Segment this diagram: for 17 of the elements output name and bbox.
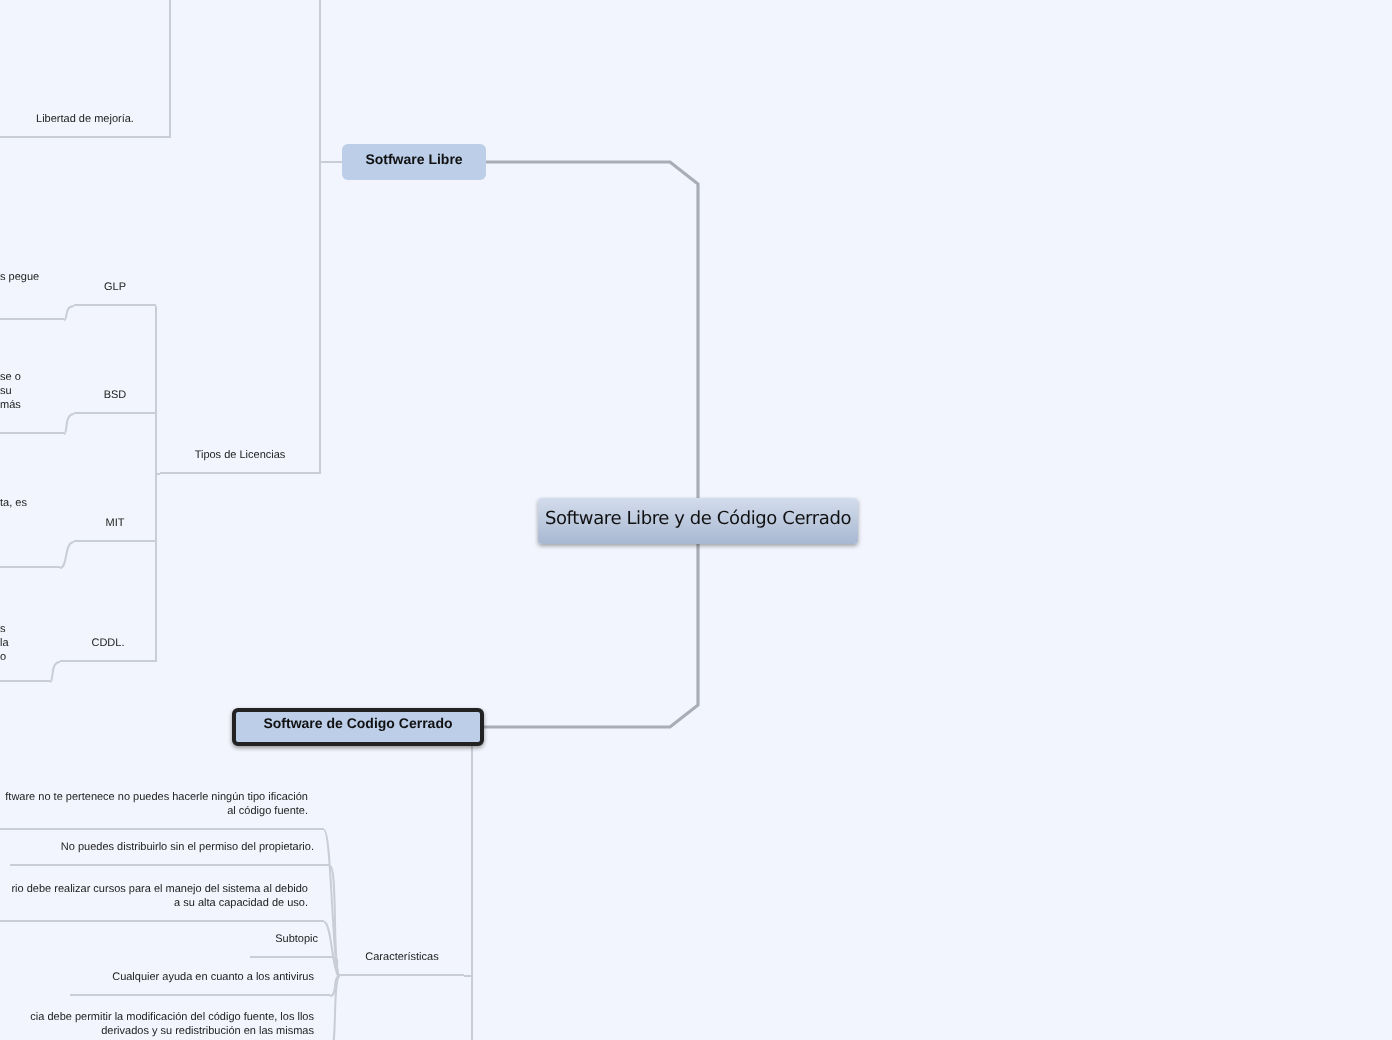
connector-line [323,921,341,977]
connector-line [59,541,75,569]
connector-line [484,544,700,729]
connector-line [319,0,343,163]
connector-line [329,865,341,977]
connector-line [329,975,341,1040]
connector-line [49,661,61,683]
connector-line [471,745,473,1040]
connector-line [169,0,171,139]
connector-line [155,413,161,475]
connector-line [329,975,341,997]
connector-line [486,160,700,498]
connector-line [63,413,75,435]
central-topic-box: Software Libre y de Código Cerrado [538,498,858,544]
connector-line [333,957,341,977]
connector-line [63,305,75,321]
connector-line [155,473,161,663]
